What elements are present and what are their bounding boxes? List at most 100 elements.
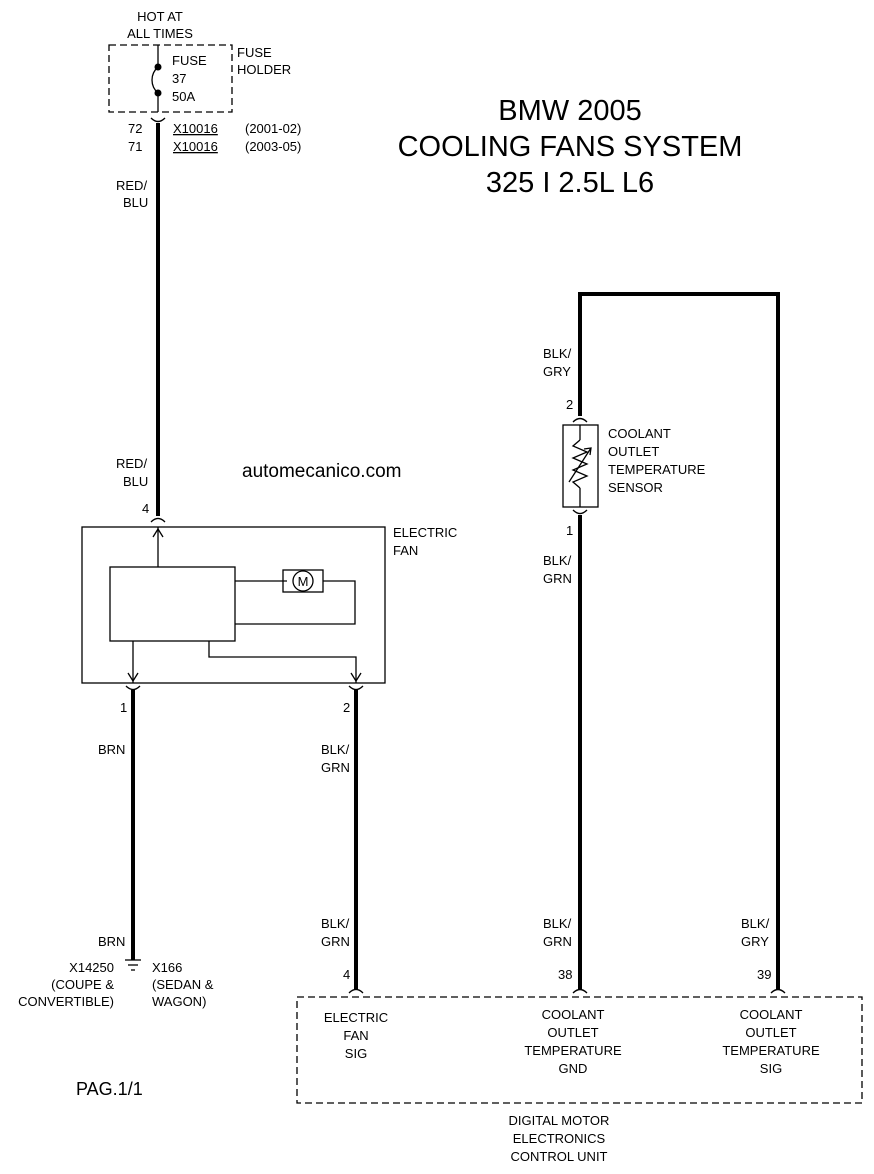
ecu-pin-39-label-2: OUTLET [745, 1025, 796, 1040]
thermistor-variable-arrow [568, 447, 592, 483]
arrow-head-icon [583, 447, 592, 456]
motor-icon [292, 570, 314, 592]
fuse-holder-label-1: FUSE [237, 45, 272, 60]
wire-blk-gry-sensor-signal [578, 292, 780, 990]
wire-label-sensor-gnd-bottom-2: GRN [543, 934, 572, 949]
wire-label-sensor-sig-bottom-2: GRY [741, 934, 769, 949]
fan-housing [81, 526, 386, 684]
ground-x14250-id: X14250 [69, 960, 114, 975]
connector-x10016-icon [150, 117, 166, 123]
ground-x166-id: X166 [152, 960, 182, 975]
ecu-pin-38-label-1: COOLANT [542, 1007, 605, 1022]
connector-years-2003: (2003-05) [245, 139, 301, 154]
all-times-label: ALL TIMES [127, 26, 193, 41]
wire-label-sensor-top-2: GRY [543, 364, 571, 379]
fan-name-2: FAN [393, 543, 418, 558]
connector-pin-72: 72 [128, 121, 142, 136]
fuse-element-icon [151, 66, 159, 94]
ecu-pin-39-label-3: TEMPERATURE [722, 1043, 820, 1058]
motor-symbol: M [298, 574, 309, 589]
website-watermark: automecanico.com [242, 461, 401, 482]
wire-label-red-blu-bottom-2: BLU [123, 474, 148, 489]
sensor-label-2: OUTLET [608, 444, 659, 459]
fuse-holder-label-2: HOLDER [237, 62, 291, 77]
fuse-rating: 50A [172, 89, 195, 104]
ecu-pin-4-label-2: FAN [343, 1028, 368, 1043]
ecu-outline [296, 996, 863, 1104]
fan-power-connector-icon [150, 517, 166, 523]
ecu-pin-4-connector-icon [348, 988, 364, 994]
sensor-bottom-connector-icon [572, 509, 588, 515]
connector-pin-71: 71 [128, 139, 142, 154]
wire-label-red-blu-top-1: RED/ [116, 178, 147, 193]
wire-label-fan-sig-top-2: GRN [321, 760, 350, 775]
ecu-pin-38-connector-icon [572, 988, 588, 994]
sensor-pin-2: 2 [566, 397, 573, 412]
ground-x166-note-2: WAGON) [152, 994, 206, 1009]
wire-label-fan-sig-top-1: BLK/ [321, 742, 350, 757]
fan-signal-connector-icon [348, 685, 364, 691]
sensor-label-4: SENSOR [608, 480, 663, 495]
fan-pin-2: 2 [343, 700, 350, 715]
ecu-pin-39-label-4: SIG [760, 1061, 782, 1076]
ground-x14250-note-2: CONVERTIBLE) [18, 994, 114, 1009]
wire-label-sensor-sig-bottom-1: BLK/ [741, 916, 770, 931]
ecu-pin-39-connector-icon [770, 988, 786, 994]
wire-label-sensor-gnd-bottom-1: BLK/ [543, 916, 572, 931]
ground-icon [125, 959, 141, 971]
wire-label-fan-sig-bottom-2: GRN [321, 934, 350, 949]
fuse-holder-outline [108, 44, 233, 113]
ecu-pin-4-label-3: SIG [345, 1046, 367, 1061]
connector-id-2001: X10016 [173, 121, 218, 136]
title-line-1: BMW 2005 [498, 95, 641, 127]
fan-control-module [109, 566, 236, 642]
electric-fan: 4 ELECTRIC FAN M 1 2 [81, 501, 457, 715]
fan-pin-1: 1 [120, 700, 127, 715]
down-arrow-icon-signal [350, 672, 362, 683]
connector-id-2003: X10016 [173, 139, 218, 154]
sensor-label-3: TEMPERATURE [608, 462, 706, 477]
sensor-label-1: COOLANT [608, 426, 671, 441]
ecu-pin-38-label-3: TEMPERATURE [524, 1043, 622, 1058]
ecu-name-1: DIGITAL MOTOR [509, 1113, 610, 1128]
sensor-top-connector-icon [572, 417, 588, 423]
fan-internal-signal [208, 641, 357, 683]
fuse-number: 37 [172, 71, 186, 86]
wire-label-sensor-mid-1: BLK/ [543, 553, 572, 568]
ecu-name-3: CONTROL UNIT [510, 1149, 607, 1164]
fan-ground-connector-icon [125, 685, 141, 691]
ecu-pin-38-label-4: GND [559, 1061, 588, 1076]
fan-name-1: ELECTRIC [393, 525, 457, 540]
wire-label-sensor-mid-2: GRN [543, 571, 572, 586]
hot-at-label: HOT AT [137, 9, 183, 24]
ecu: 4 38 39 ELECTRIC FAN SIG COOLANT OUTLET … [296, 967, 863, 1164]
ground-x14250-note-1: (COUPE & [51, 977, 114, 992]
ecu-pin-39: 39 [757, 967, 771, 982]
coolant-temperature-sensor: 2 1 COOLANT OUTLET TEMPERATURE SENSOR [562, 397, 706, 538]
ecu-pin-38-label-2: OUTLET [547, 1025, 598, 1040]
wire-label-red-blu-top-2: BLU [123, 195, 148, 210]
wire-label-brn-bottom: BRN [98, 934, 125, 949]
wire-label-red-blu-bottom-1: RED/ [116, 456, 147, 471]
ecu-name-2: ELECTRONICS [513, 1131, 606, 1146]
wire-label-fan-sig-bottom-1: BLK/ [321, 916, 350, 931]
ground-x166-note-1: (SEDAN & [152, 977, 214, 992]
diagram-title: BMW 2005 COOLING FANS SYSTEM 325 I 2.5L … [398, 95, 743, 199]
ecu-pin-39-label-1: COOLANT [740, 1007, 803, 1022]
fuse-label: FUSE [172, 53, 207, 68]
title-line-2: COOLING FANS SYSTEM [398, 131, 743, 163]
fan-pin-4: 4 [142, 501, 149, 516]
page-label: PAG.1/1 [76, 1079, 143, 1099]
ecu-pin-4-label-1: ELECTRIC [324, 1010, 388, 1025]
motor-return-loop [235, 580, 356, 625]
fuse-holder: HOT AT ALL TIMES FUSE HOLDER FUSE 37 50A… [108, 9, 301, 154]
thermistor-icon [571, 439, 589, 489]
wire-label-sensor-top-1: BLK/ [543, 346, 572, 361]
wire-label-brn-top: BRN [98, 742, 125, 757]
connector-years-2001: (2001-02) [245, 121, 301, 136]
sensor-pin-1: 1 [566, 523, 573, 538]
ecu-pin-4: 4 [343, 967, 350, 982]
down-arrow-icon-ground [127, 672, 139, 683]
ecu-pin-38: 38 [558, 967, 572, 982]
